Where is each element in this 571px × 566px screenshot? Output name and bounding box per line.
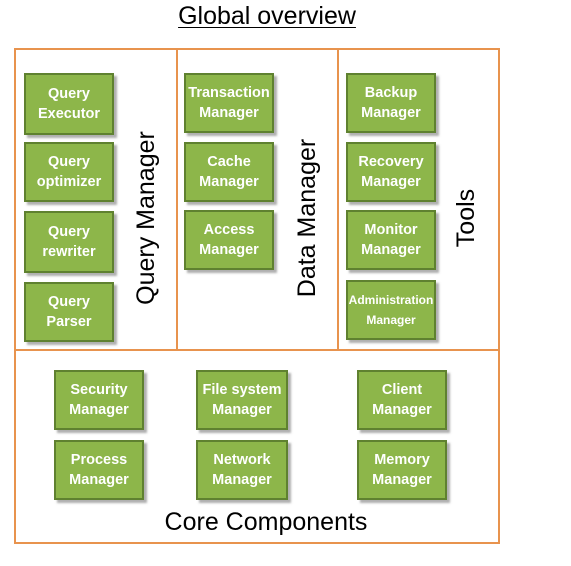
security-manager-box: Security Manager — [54, 370, 144, 430]
recovery-manager-box: Recovery Manager — [346, 142, 436, 202]
core-components-label: Core Components — [164, 508, 368, 536]
core-components-section — [14, 349, 500, 544]
process-manager-box: Process Manager — [54, 440, 144, 500]
query-optimizer-text: Query optimizer — [36, 154, 102, 190]
data-manager-label: Data Manager — [293, 138, 321, 298]
network-manager-box: Network Manager — [196, 440, 288, 500]
diagram-title: Global overview — [0, 0, 534, 32]
query-parser-box: Query Parser — [24, 282, 114, 342]
access-manager-box: Access Manager — [184, 210, 274, 270]
query-parser-text: Query Parser — [46, 294, 92, 330]
client-manager-text: Client Manager — [372, 382, 432, 418]
query-rewriter-box: Query rewriter — [24, 211, 114, 273]
transaction-manager-text: Transaction Manager — [188, 85, 270, 121]
administration-manager-text: Administration Manager — [348, 293, 434, 327]
tools-label: Tools — [452, 188, 480, 248]
cache-manager-box: Cache Manager — [184, 142, 274, 202]
transaction-manager-box: Transaction Manager — [184, 73, 274, 133]
memory-manager-box: Memory Manager — [357, 440, 447, 500]
file-system-manager-box: File system Manager — [196, 370, 288, 430]
monitor-manager-box: Monitor Manager — [346, 210, 436, 270]
backup-manager-box: Backup Manager — [346, 73, 436, 133]
network-manager-text: Network Manager — [212, 452, 272, 488]
monitor-manager-text: Monitor Manager — [361, 222, 421, 258]
query-manager-label: Query Manager — [132, 131, 160, 305]
query-executor-box: Query Executor — [24, 73, 114, 135]
access-manager-text: Access Manager — [199, 222, 259, 258]
diagram-title-text: Global overview — [178, 2, 356, 30]
client-manager-box: Client Manager — [357, 370, 447, 430]
recovery-manager-text: Recovery Manager — [358, 154, 424, 190]
query-executor-text: Query Executor — [37, 86, 101, 122]
memory-manager-text: Memory Manager — [372, 452, 432, 488]
security-manager-text: Security Manager — [69, 382, 129, 418]
backup-manager-text: Backup Manager — [361, 85, 421, 121]
cache-manager-text: Cache Manager — [199, 154, 259, 190]
process-manager-text: Process Manager — [69, 452, 129, 488]
file-system-manager-text: File system Manager — [202, 382, 282, 418]
query-rewriter-text: Query rewriter — [42, 224, 96, 260]
query-optimizer-box: Query optimizer — [24, 142, 114, 202]
administration-manager-box: Administration Manager — [346, 280, 436, 340]
